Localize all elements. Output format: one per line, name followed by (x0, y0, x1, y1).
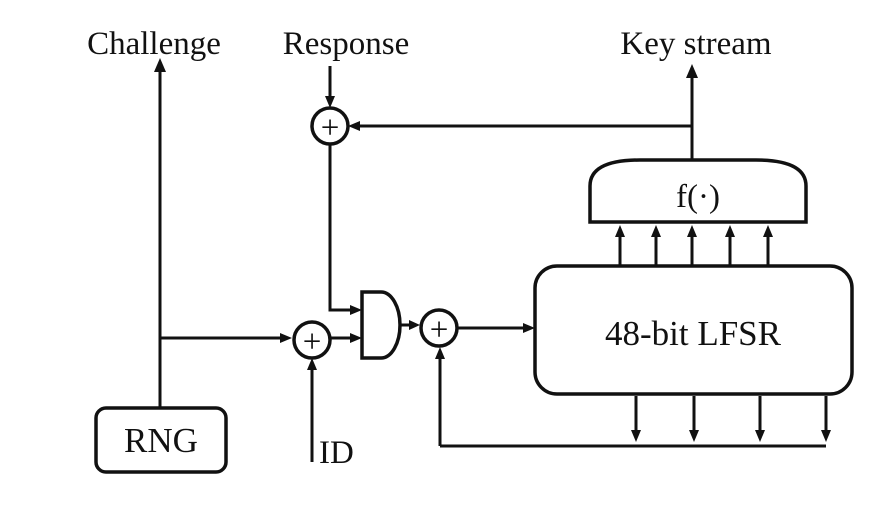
tap-arrowhead (689, 430, 699, 442)
challenge-to-xor-arrowhead (280, 333, 292, 343)
response-to-and-arrowhead (350, 305, 362, 315)
keystream-feedback-arrowhead (348, 121, 360, 131)
filter-input-arrowhead (687, 225, 697, 237)
xor-feedback-node: + (419, 308, 459, 348)
and-to-xor-arrowhead (409, 320, 420, 330)
id-label: ID (319, 435, 354, 471)
challenge-arrowhead (154, 58, 166, 72)
key-stream-label: Key stream (620, 26, 772, 62)
xor-to-and-arrowhead (350, 333, 362, 343)
tap-arrowhead (631, 430, 641, 442)
id-arrowhead (307, 358, 317, 370)
filter-input-arrowhead (725, 225, 735, 237)
filter-function-block: f(·) (588, 158, 808, 224)
lfsr-label: 48-bit LFSR (605, 314, 782, 353)
response-in-arrowhead (325, 96, 335, 108)
filter-input-arrowhead (651, 225, 661, 237)
challenge-label: Challenge (87, 26, 221, 62)
feedback-riser-arrowhead (435, 347, 445, 359)
lfsr-feedback-taps (631, 396, 831, 442)
tap-arrowhead (755, 430, 765, 442)
filter-input-arrowhead (763, 225, 773, 237)
xor-to-lfsr-arrowhead (523, 323, 535, 333)
filter-inputs (615, 225, 773, 266)
response-to-and-line (328, 144, 352, 312)
xor-id-symbol: + (303, 324, 322, 360)
xor-response-node: + (310, 106, 350, 146)
rng-block: RNG (94, 406, 228, 474)
lfsr-block: 48-bit LFSR (533, 264, 854, 396)
xor-id-node: + (292, 320, 332, 360)
filter-function-label: f(·) (676, 179, 720, 215)
keystream-arrowhead (686, 64, 698, 78)
filter-input-arrowhead (615, 225, 625, 237)
and-gate (360, 290, 402, 360)
rng-label: RNG (124, 421, 198, 460)
xor-feedback-symbol: + (430, 312, 449, 348)
tap-arrowhead (821, 430, 831, 442)
response-label: Response (283, 26, 410, 62)
xor-response-symbol: + (321, 110, 340, 146)
